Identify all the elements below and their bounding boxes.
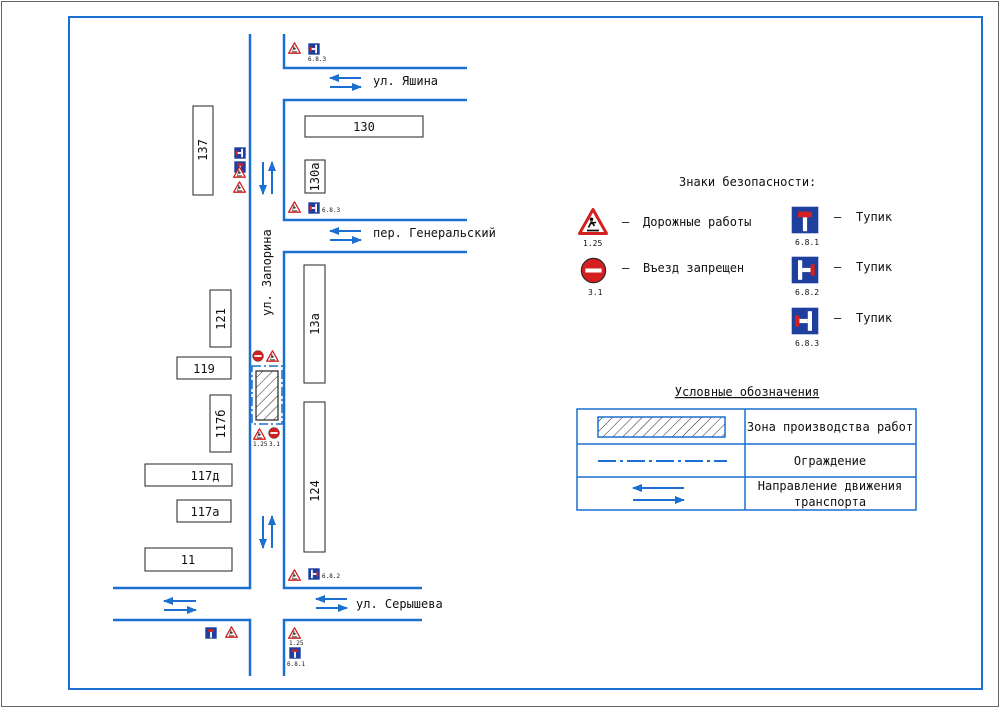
building-117d: 117д — [191, 469, 220, 483]
signs-legend-title: Знаки безопасности: — [679, 175, 816, 189]
dead-end-sign-icon — [234, 147, 246, 159]
road-works-sign-icon — [225, 626, 238, 638]
svg-text:6.8.2: 6.8.2 — [322, 573, 340, 580]
road-works-sign-icon — [288, 627, 301, 639]
svg-text:1.25: 1.25 — [583, 239, 602, 248]
building-124: 124 — [308, 480, 322, 502]
street-generalsky: пер. Генеральский — [373, 226, 496, 240]
building-121: 121 — [214, 308, 228, 330]
road-works-sign-icon — [253, 428, 266, 440]
conventions-title: Условные обозначения — [675, 385, 820, 399]
legend-road-works: Дорожные работы — [643, 215, 751, 229]
building-13a: 13а — [308, 313, 322, 335]
dead-end-sign-icon — [791, 307, 819, 335]
svg-text:1.25: 1.25 — [289, 640, 304, 647]
svg-text:6.8.2: 6.8.2 — [795, 288, 819, 297]
drawing-frame — [68, 16, 983, 690]
buildings: 137 130 130а 121 13а 119 117б 117д 124 1… — [144, 105, 424, 572]
road-works-sign-icon — [288, 569, 301, 581]
svg-text:–: – — [834, 210, 842, 224]
no-entry-sign-icon — [252, 350, 264, 362]
building-117a: 117а — [191, 505, 220, 519]
conv-direction-2: транспорта — [794, 495, 866, 509]
road-works-sign-icon — [288, 42, 301, 54]
road-edges — [113, 34, 467, 676]
svg-text:6.8.1: 6.8.1 — [287, 661, 305, 668]
no-entry-sign-icon — [268, 427, 280, 439]
building-130: 130 — [353, 120, 375, 134]
legend-dead-end-1: Тупик — [856, 210, 893, 224]
conv-work-zone: Зона производства работ — [747, 420, 913, 434]
legend-dead-end-3: Тупик — [856, 311, 893, 325]
street-yashina: ул. Яшина — [373, 74, 438, 88]
no-entry-sign-icon — [580, 257, 607, 284]
road-works-sign-icon — [288, 201, 301, 213]
conv-direction-1: Направление движения — [758, 479, 903, 493]
dead-end-sign-icon — [308, 568, 320, 580]
work-zone — [251, 365, 283, 425]
building-119: 119 — [193, 362, 215, 376]
dead-end-sign-icon — [308, 202, 320, 214]
road-works-sign-icon — [578, 208, 608, 235]
road-works-sign-icon — [233, 181, 246, 193]
svg-text:3.1: 3.1 — [269, 441, 280, 448]
building-130a: 130а — [308, 163, 322, 192]
building-11: 11 — [181, 553, 195, 567]
dead-end-sign-icon — [791, 256, 819, 284]
legend-dead-end-2: Тупик — [856, 260, 893, 274]
svg-text:–: – — [834, 311, 842, 325]
signs-legend: Знаки безопасности: 1.25 – Дорожные рабо… — [578, 175, 893, 348]
building-137: 137 — [196, 139, 210, 161]
svg-text:3.1: 3.1 — [588, 288, 603, 297]
legend-no-entry: Въезд запрещен — [643, 261, 744, 275]
svg-text:6.8.3: 6.8.3 — [795, 339, 819, 348]
svg-text:–: – — [834, 260, 842, 274]
conv-fence: Ограждение — [794, 454, 866, 468]
dead-end-sign-icon — [205, 627, 217, 639]
svg-text:6.8.3: 6.8.3 — [308, 56, 326, 63]
svg-text:6.8.1: 6.8.1 — [795, 238, 819, 247]
street-serysheva: ул. Серышева — [356, 597, 443, 611]
dead-end-sign-icon — [791, 206, 819, 234]
traffic-arrows — [163, 74, 362, 614]
dead-end-sign-icon — [308, 43, 320, 55]
svg-text:–: – — [622, 215, 630, 229]
svg-text:–: – — [622, 261, 630, 275]
conventions-legend: Условные обозначения Зона производства р… — [576, 385, 917, 511]
svg-text:1.25: 1.25 — [253, 441, 268, 448]
street-zaporina: ул. Запорина — [260, 229, 274, 316]
building-117b: 117б — [214, 410, 228, 439]
svg-text:6.8.3: 6.8.3 — [322, 207, 340, 214]
plan-signs: 6.8.3 6.8.3 1.25 3.1 6.8.2 1.25 6.8.1 — [205, 42, 340, 668]
road-works-sign-icon — [266, 350, 279, 362]
dead-end-sign-icon — [289, 647, 301, 659]
